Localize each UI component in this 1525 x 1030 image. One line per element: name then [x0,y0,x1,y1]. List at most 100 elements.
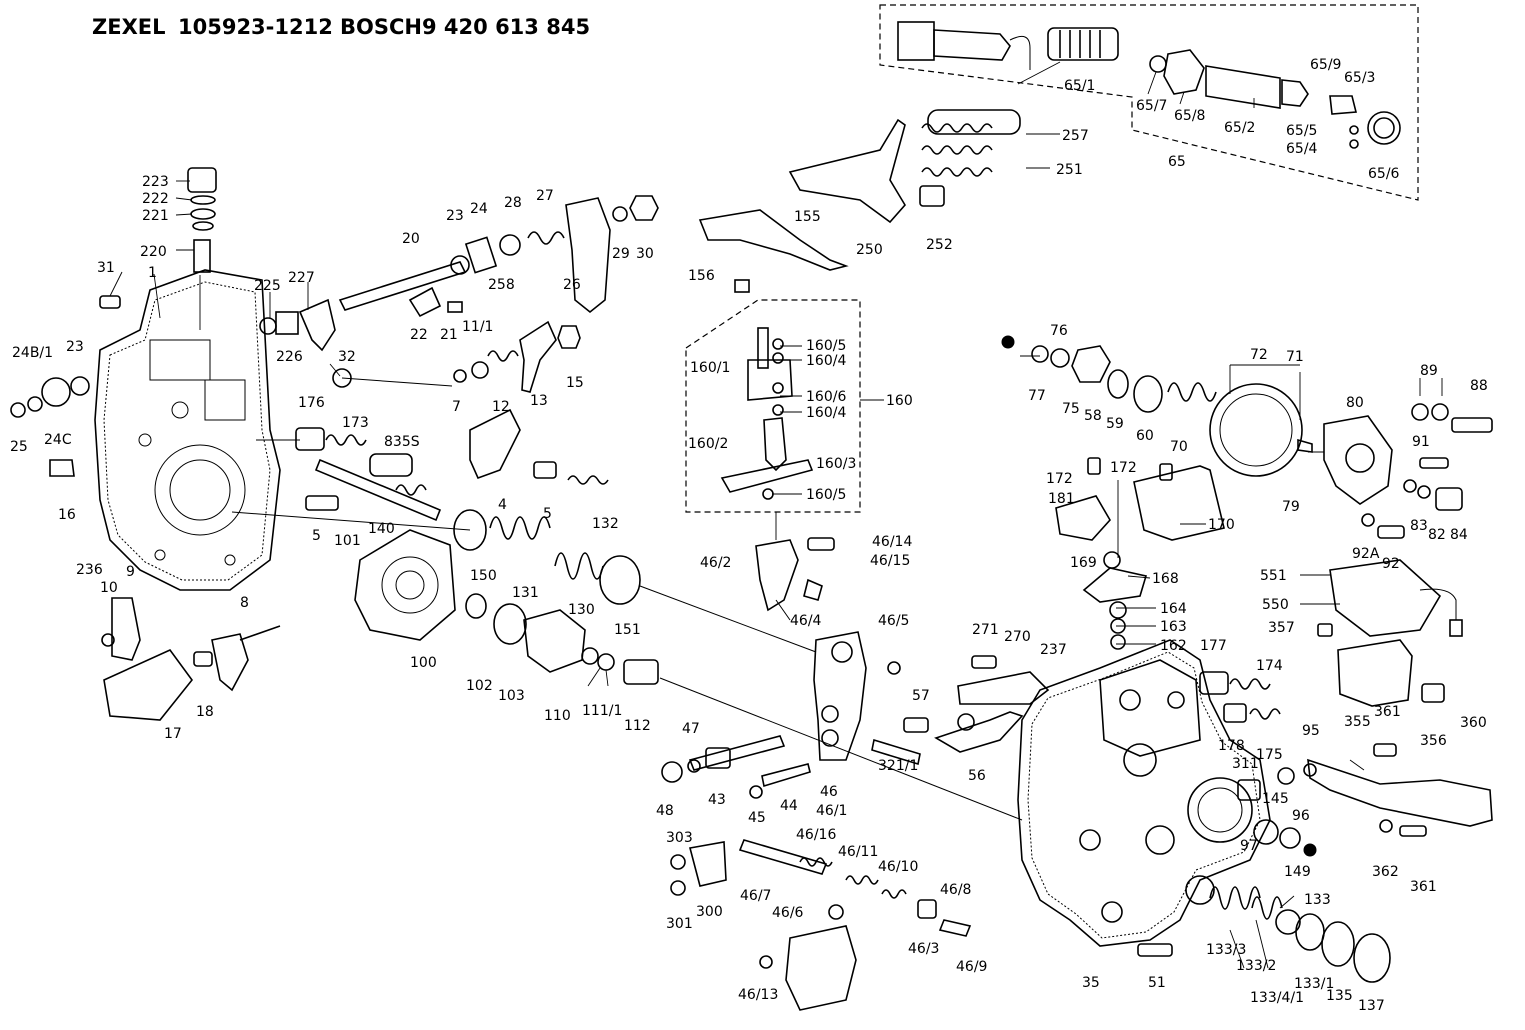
label-111-1: 111/1 [582,703,622,719]
label-835s: 835S [384,434,420,450]
label-270: 270 [1004,629,1031,645]
label-59: 59 [1106,416,1124,432]
label-151: 151 [614,622,641,638]
label-58: 58 [1084,408,1102,424]
header-bosch-number: 9 420 613 845 [422,15,590,39]
label-46-16: 46/16 [796,827,836,843]
label-31: 31 [97,260,115,276]
label-11-1: 11/1 [462,319,493,335]
label-227: 227 [288,270,315,286]
label-360: 360 [1460,715,1487,731]
header-maker-zexel: ZEXEL [92,15,166,39]
label-12: 12 [492,399,510,415]
header-maker-bosch: BOSCH [340,15,422,39]
label-82: 82 [1428,527,1446,543]
label-22: 22 [410,327,428,343]
label-5-mid: 5 [543,506,552,522]
label-300: 300 [696,904,723,920]
label-160-4-bottom: 160/4 [806,405,846,421]
label-1: 1 [148,265,157,281]
label-79: 79 [1282,499,1300,515]
label-23-left: 23 [66,339,84,355]
label-155: 155 [794,209,821,225]
label-46-7: 46/7 [740,888,771,904]
label-46-5: 46/5 [878,613,909,629]
label-45: 45 [748,810,766,826]
group-outline-160 [685,299,861,513]
label-46-3: 46/3 [908,941,939,957]
label-160-5-bottom: 160/5 [806,487,846,503]
label-4: 4 [498,497,507,513]
label-76: 76 [1050,323,1068,339]
small-parts-top-left [10,286,581,477]
leader-lines [109,61,1443,969]
label-160-5-top: 160/5 [806,338,846,354]
assembly-lines [231,355,1324,821]
label-160-1: 160/1 [690,360,730,376]
label-362: 362 [1372,864,1399,880]
label-88: 88 [1470,378,1488,394]
label-21: 21 [440,327,458,343]
label-156: 156 [688,268,715,284]
label-110: 110 [544,708,571,724]
label-135: 135 [1326,988,1353,1004]
parts-56-271 [903,655,1050,753]
label-80: 80 [1346,395,1364,411]
label-102: 102 [466,678,493,694]
label-26: 26 [563,277,581,293]
label-100: 100 [410,655,437,671]
label-65-7: 65/7 [1136,98,1167,114]
label-357: 357 [1268,620,1295,636]
label-311: 311 [1232,756,1259,772]
label-160-2: 160/2 [688,436,728,452]
label-164: 164 [1160,601,1187,617]
label-303: 303 [666,830,693,846]
label-222: 222 [142,191,169,207]
label-65-9: 65/9 [1310,57,1341,73]
label-46-8: 46/8 [940,882,971,898]
label-172-right: 172 [1110,460,1137,476]
label-57: 57 [912,688,930,704]
label-46-6: 46/6 [772,905,804,921]
parts-51-137 [1137,886,1391,983]
label-178: 178 [1218,738,1245,754]
label-133-2: 133/2 [1236,958,1276,974]
label-321-1: 321/1 [878,758,918,774]
label-101: 101 [334,533,361,549]
label-133-3: 133/3 [1206,942,1246,958]
label-9: 9 [126,564,135,580]
label-89: 89 [1420,363,1438,379]
label-16: 16 [58,507,76,523]
linkage-46-lower [670,839,972,1011]
label-32: 32 [338,349,356,365]
label-236: 236 [76,562,103,578]
label-174: 174 [1256,658,1283,674]
label-65-8: 65/8 [1174,108,1205,124]
label-65-3: 65/3 [1344,70,1375,86]
label-250: 250 [856,242,883,258]
label-181: 181 [1048,491,1075,507]
label-140: 140 [368,521,395,537]
label-252: 252 [926,237,953,253]
label-271: 271 [972,622,999,638]
label-223: 223 [142,174,169,190]
label-95: 95 [1302,723,1320,739]
label-131: 131 [512,585,539,601]
label-46-2: 46/2 [700,555,731,571]
label-25: 25 [10,439,28,455]
label-170: 170 [1208,517,1235,533]
label-13: 13 [530,393,548,409]
label-551: 551 [1260,568,1287,584]
label-5-left: 5 [312,528,321,544]
label-18: 18 [196,704,214,720]
parts-145-178 [1199,671,1317,857]
label-173: 173 [342,415,369,431]
label-51: 51 [1148,975,1166,991]
label-23-top: 23 [446,208,464,224]
label-172-left: 172 [1046,471,1073,487]
label-163: 163 [1160,619,1187,635]
label-15: 15 [566,375,584,391]
label-160: 160 [886,393,913,409]
label-91: 91 [1412,434,1430,450]
label-46-9: 46/9 [956,959,987,975]
